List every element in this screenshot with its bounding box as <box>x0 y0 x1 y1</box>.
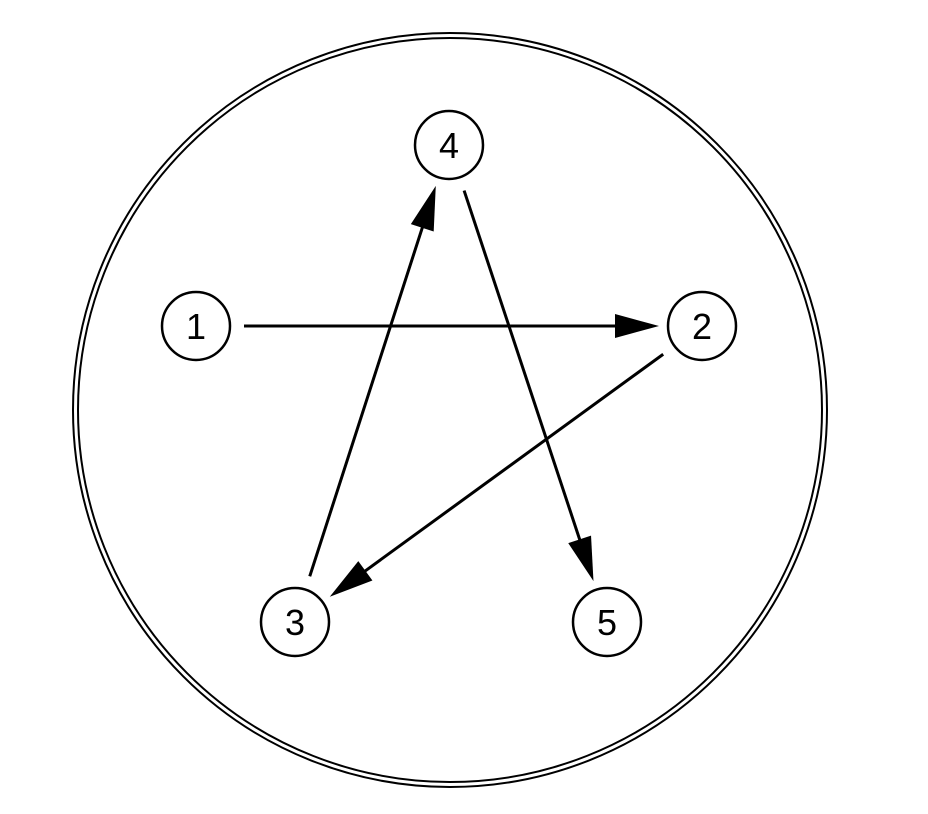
node-label: 1 <box>186 306 206 347</box>
node-circle <box>666 290 738 362</box>
node-circle <box>259 586 331 658</box>
arrowhead-5 <box>568 535 594 582</box>
node-4: 4 <box>413 109 485 181</box>
node-circle <box>571 586 643 658</box>
arrow-3-to-4 <box>308 219 427 577</box>
node-3: 3 <box>259 586 331 658</box>
sequence-nodes: 1 2 3 4 5 <box>160 109 738 658</box>
arrowhead-4 <box>410 185 436 232</box>
sequence-arrows <box>244 185 665 597</box>
node-circle <box>413 109 485 181</box>
arrow-4-to-5 <box>462 190 584 548</box>
node-label: 5 <box>597 602 617 643</box>
node-label: 3 <box>285 602 305 643</box>
outer-circle <box>72 32 828 788</box>
node-2: 2 <box>666 290 738 362</box>
node-5: 5 <box>571 586 643 658</box>
node-label: 4 <box>439 125 459 166</box>
node-circle <box>160 290 232 362</box>
node-label: 2 <box>692 306 712 347</box>
node-1: 1 <box>160 290 232 362</box>
arrow-2-to-3 <box>358 353 665 577</box>
arrowhead-3 <box>329 561 373 597</box>
arrowhead-2 <box>615 314 659 338</box>
